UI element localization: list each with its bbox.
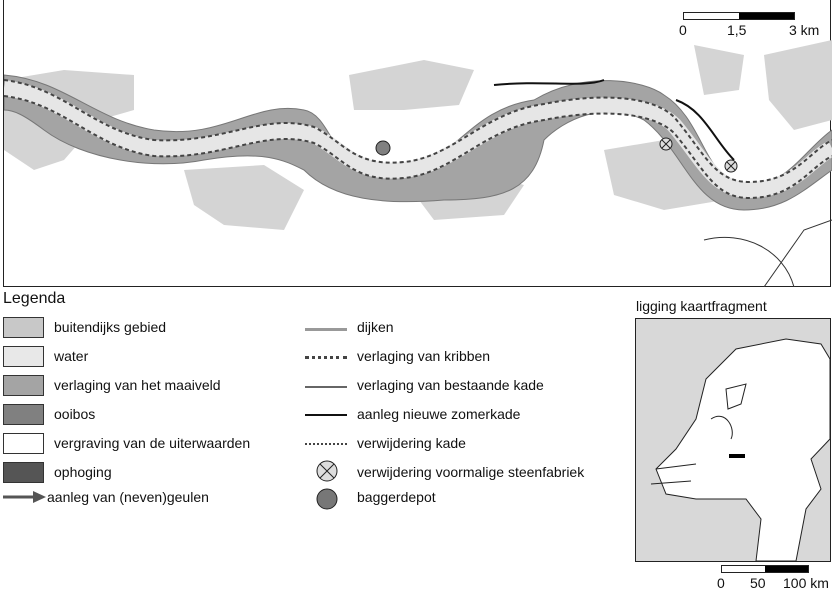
legend-label: baggerdepot [357, 489, 436, 505]
inset-map-netherlands [635, 318, 831, 562]
scale-label: 0 [679, 22, 687, 38]
inset-scale-label: 0 [717, 575, 725, 591]
legend-label: verlaging van het maaiveld [54, 377, 221, 393]
legend-swatch-water [3, 346, 44, 367]
kribben-line-south [3, 95, 833, 200]
map-scale-bar [683, 12, 795, 20]
legend-label: verlaging van kribben [357, 348, 491, 364]
legend-label: water [54, 348, 89, 364]
fragment-location-marker [729, 454, 745, 458]
legend-line-dijken [305, 328, 347, 331]
inset-scale-label: 50 [750, 575, 766, 591]
legend-title: Legenda [3, 290, 66, 307]
river-water [2, 80, 836, 199]
canal [703, 219, 833, 288]
legend-label: verwijdering voormalige steenfabriek [357, 464, 585, 480]
legend-label: aanleg van (neven)geulen [47, 489, 209, 505]
steenfabriek-symbol [659, 137, 673, 151]
baggerdepot-icon [316, 488, 338, 510]
steenfabriek-symbol [724, 159, 738, 173]
legend-label: vergraving van de uiterwaarden [54, 435, 251, 451]
river-map [2, 0, 836, 288]
inset-scale-bar [721, 565, 809, 573]
legend-line-verwijdering-kade [305, 443, 347, 445]
legend-label: verlaging van bestaande kade [357, 377, 544, 393]
steenfabriek-icon [316, 460, 338, 482]
legend-label: aanleg nieuwe zomerkade [357, 406, 521, 422]
legend-line-zomerkade [305, 414, 347, 416]
river-map-drawing [2, 40, 836, 288]
baggerdepot-symbol [375, 140, 391, 156]
netherlands-outline [636, 319, 831, 562]
legend-swatch-ooibos [3, 404, 44, 425]
legend-label: ophoging [54, 464, 112, 480]
legend-line-bestaande-kade [305, 386, 347, 388]
legend-swatch-buitendijks [3, 317, 44, 338]
legend-swatch-vergraving [3, 433, 44, 454]
legend-line-kribben [305, 356, 347, 359]
legend-swatch-maaiveld [3, 375, 44, 396]
legend-label: ooibos [54, 406, 96, 422]
kribben-line-north [3, 79, 833, 184]
scale-label: 3 km [789, 22, 820, 38]
legend-label: dijken [357, 319, 394, 335]
scale-label: 1,5 [727, 22, 747, 38]
inset-scale-label: 100 km [783, 575, 829, 591]
legend-swatch-ophoging [3, 462, 44, 483]
new-summer-dike [493, 79, 605, 86]
legend-label: buitendijks gebied [54, 319, 167, 335]
inset-title: ligging kaartfragment [636, 298, 767, 314]
legend-label: verwijdering kade [357, 435, 466, 451]
arrow-icon [3, 491, 46, 503]
new-summer-dike [675, 99, 735, 161]
